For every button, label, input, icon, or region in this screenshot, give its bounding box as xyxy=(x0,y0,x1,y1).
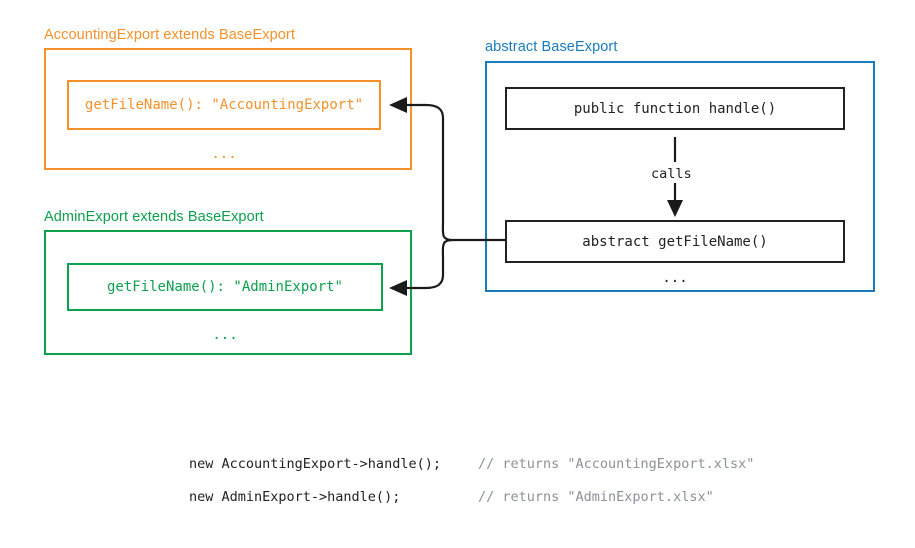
usage-comment-line-1: // returns "AccountingExport.xlsx" xyxy=(478,456,755,472)
accounting-export-getfilename-text: getFileName(): "AccountingExport" xyxy=(84,97,364,113)
base-export-abstract-getfilename-text: abstract getFileName() xyxy=(582,233,768,250)
base-export-handle-text: public function handle() xyxy=(573,100,777,117)
accounting-export-getfilename-box: getFileName(): "AccountingExport" xyxy=(67,80,381,130)
admin-export-getfilename-text: getFileName(): "AdminExport" xyxy=(106,279,343,295)
admin-export-ellipsis: ... xyxy=(212,327,238,343)
base-export-handle-box: public function handle() xyxy=(505,87,845,130)
accounting-export-ellipsis: ... xyxy=(211,146,237,162)
usage-code-line-2: new AdminExport->handle(); xyxy=(189,489,401,505)
base-export-abstract-getfilename-box: abstract getFileName() xyxy=(505,220,845,263)
accounting-export-group-label: AccountingExport extends BaseExport xyxy=(44,27,295,43)
base-export-ellipsis: ... xyxy=(662,270,688,286)
base-export-group-label: abstract BaseExport xyxy=(485,39,618,55)
admin-export-getfilename-box: getFileName(): "AdminExport" xyxy=(67,263,383,311)
usage-comment-line-2: // returns "AdminExport.xlsx" xyxy=(478,489,714,505)
calls-label: calls xyxy=(651,166,692,182)
usage-code-line-1: new AccountingExport->handle(); xyxy=(189,456,441,472)
admin-export-group-label: AdminExport extends BaseExport xyxy=(44,209,264,225)
